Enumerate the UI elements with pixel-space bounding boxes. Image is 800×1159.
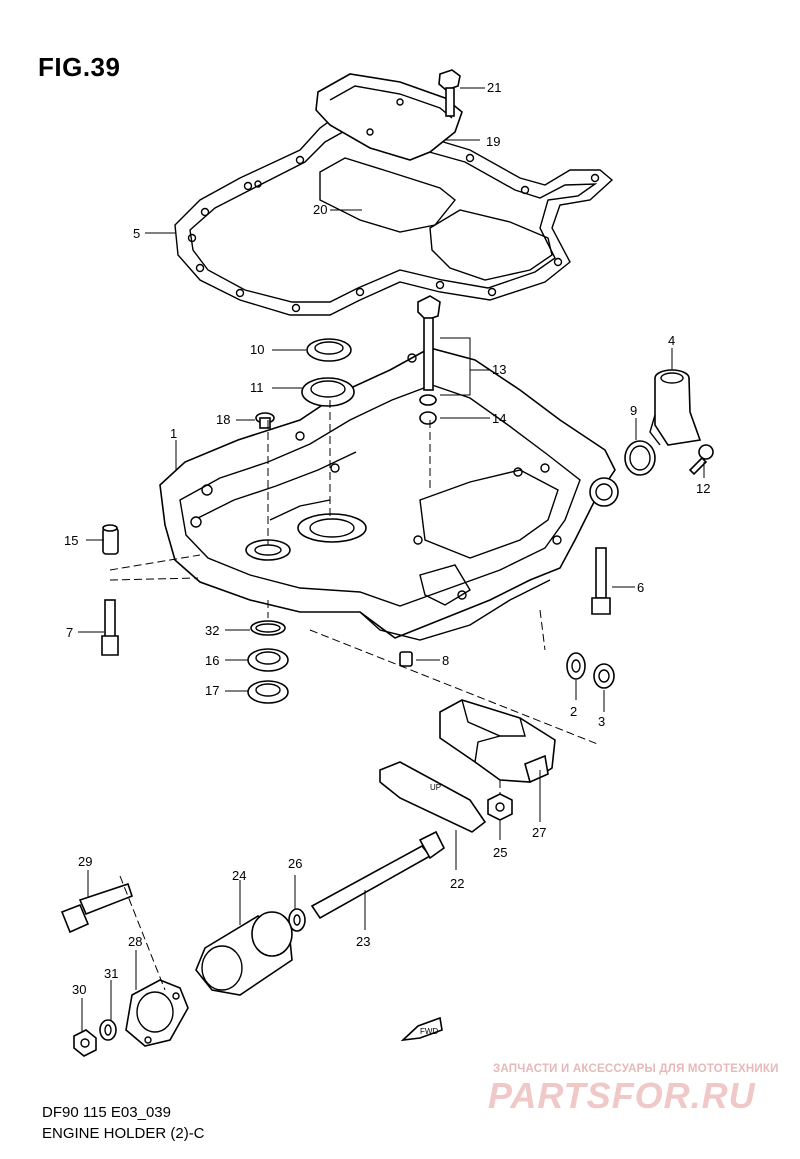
- part-4-pipe-fitting: [649, 369, 702, 446]
- part-23-stud: [310, 830, 446, 920]
- part-5-gasket-inner: [189, 127, 598, 303]
- fwd-direction-arrow: FWD: [400, 1016, 443, 1042]
- part-16-bearing: [247, 648, 289, 672]
- part-20-gasket-window-2: [429, 209, 553, 281]
- part-number-12: 12: [696, 481, 710, 496]
- part-number-5: 5: [133, 226, 140, 241]
- gasket-up-mark: UP: [430, 783, 441, 792]
- part-number-15: 15: [64, 533, 78, 548]
- leader-lines: [78, 87, 705, 1032]
- part-number-10: 10: [250, 342, 264, 357]
- part-30-nut: [73, 1029, 97, 1057]
- part-28-flange: [125, 979, 189, 1047]
- figure-title: FIG.39: [38, 52, 121, 82]
- part-number-1: 1: [170, 426, 177, 441]
- part-number-14: 14: [492, 411, 506, 426]
- part-19-cover: [315, 73, 463, 161]
- part-number-3: 3: [598, 714, 605, 729]
- part-21-bolt: [438, 69, 461, 117]
- part-number-17: 17: [205, 683, 219, 698]
- part-12-screw: [688, 444, 714, 476]
- part-20-gasket-window: [319, 157, 456, 233]
- part-15-dowel-pin: [102, 524, 119, 555]
- fwd-label: FWD: [420, 1027, 438, 1036]
- part-13-bolt: [417, 295, 441, 391]
- part-18-plug: [255, 412, 275, 429]
- part-27-mount-bracket: [439, 699, 556, 784]
- part-number-callouts: 1234567891011121314151617181920212223242…: [64, 80, 710, 997]
- part-29-bolt: [60, 882, 133, 934]
- part-number-21: 21: [487, 80, 501, 95]
- part-2-washer: [566, 652, 586, 680]
- part-25-nut: [487, 793, 513, 821]
- part-number-20: 20: [313, 202, 327, 217]
- part-number-28: 28: [128, 934, 142, 949]
- watermark-brand: PARTSFOR.RU: [488, 1075, 756, 1116]
- part-number-24: 24: [232, 868, 246, 883]
- part-number-18: 18: [216, 412, 230, 427]
- part-26-washer: [288, 908, 306, 932]
- part-number-11: 11: [250, 380, 264, 395]
- part-1-engine-holder: [159, 347, 619, 641]
- part-10-oil-seal: [306, 338, 352, 362]
- watermark-caption: ЗАПЧАСТИ И АКСЕССУАРЫ ДЛЯ МОТОТЕХНИКИ: [493, 1063, 779, 1075]
- part-number-23: 23: [356, 934, 370, 949]
- part-24-rubber-mount: [195, 911, 293, 996]
- part-number-31: 31: [104, 966, 118, 981]
- part-17-oil-seal: [247, 680, 289, 704]
- part-7-bolt: [101, 599, 119, 656]
- figure-name: ENGINE HOLDER (2)-C: [42, 1125, 205, 1142]
- part-number-6: 6: [637, 580, 644, 595]
- model-code: DF90 115 E03_039: [42, 1104, 171, 1121]
- part-number-2: 2: [570, 704, 577, 719]
- part-8-dowel: [399, 651, 413, 667]
- part-number-19: 19: [486, 134, 500, 149]
- part-number-7: 7: [66, 625, 73, 640]
- part-6-bolt: [591, 547, 611, 615]
- part-number-13: 13: [492, 362, 506, 377]
- part-number-22: 22: [450, 876, 464, 891]
- part-14-washer: [419, 394, 437, 406]
- part-11-oil-seal: [301, 377, 355, 407]
- part-number-27: 27: [532, 825, 546, 840]
- part-number-26: 26: [288, 856, 302, 871]
- part-number-29: 29: [78, 854, 92, 869]
- assembly-lines: [109, 400, 601, 991]
- part-3-drain-plug: [593, 663, 615, 689]
- part-22-plate: UP: [379, 761, 487, 833]
- part-number-16: 16: [205, 653, 219, 668]
- part-number-9: 9: [630, 403, 637, 418]
- part-number-25: 25: [493, 845, 507, 860]
- part-31-washer: [99, 1019, 117, 1041]
- part-number-8: 8: [442, 653, 449, 668]
- part-number-4: 4: [668, 333, 675, 348]
- part-number-32: 32: [205, 623, 219, 638]
- part-number-30: 30: [72, 982, 86, 997]
